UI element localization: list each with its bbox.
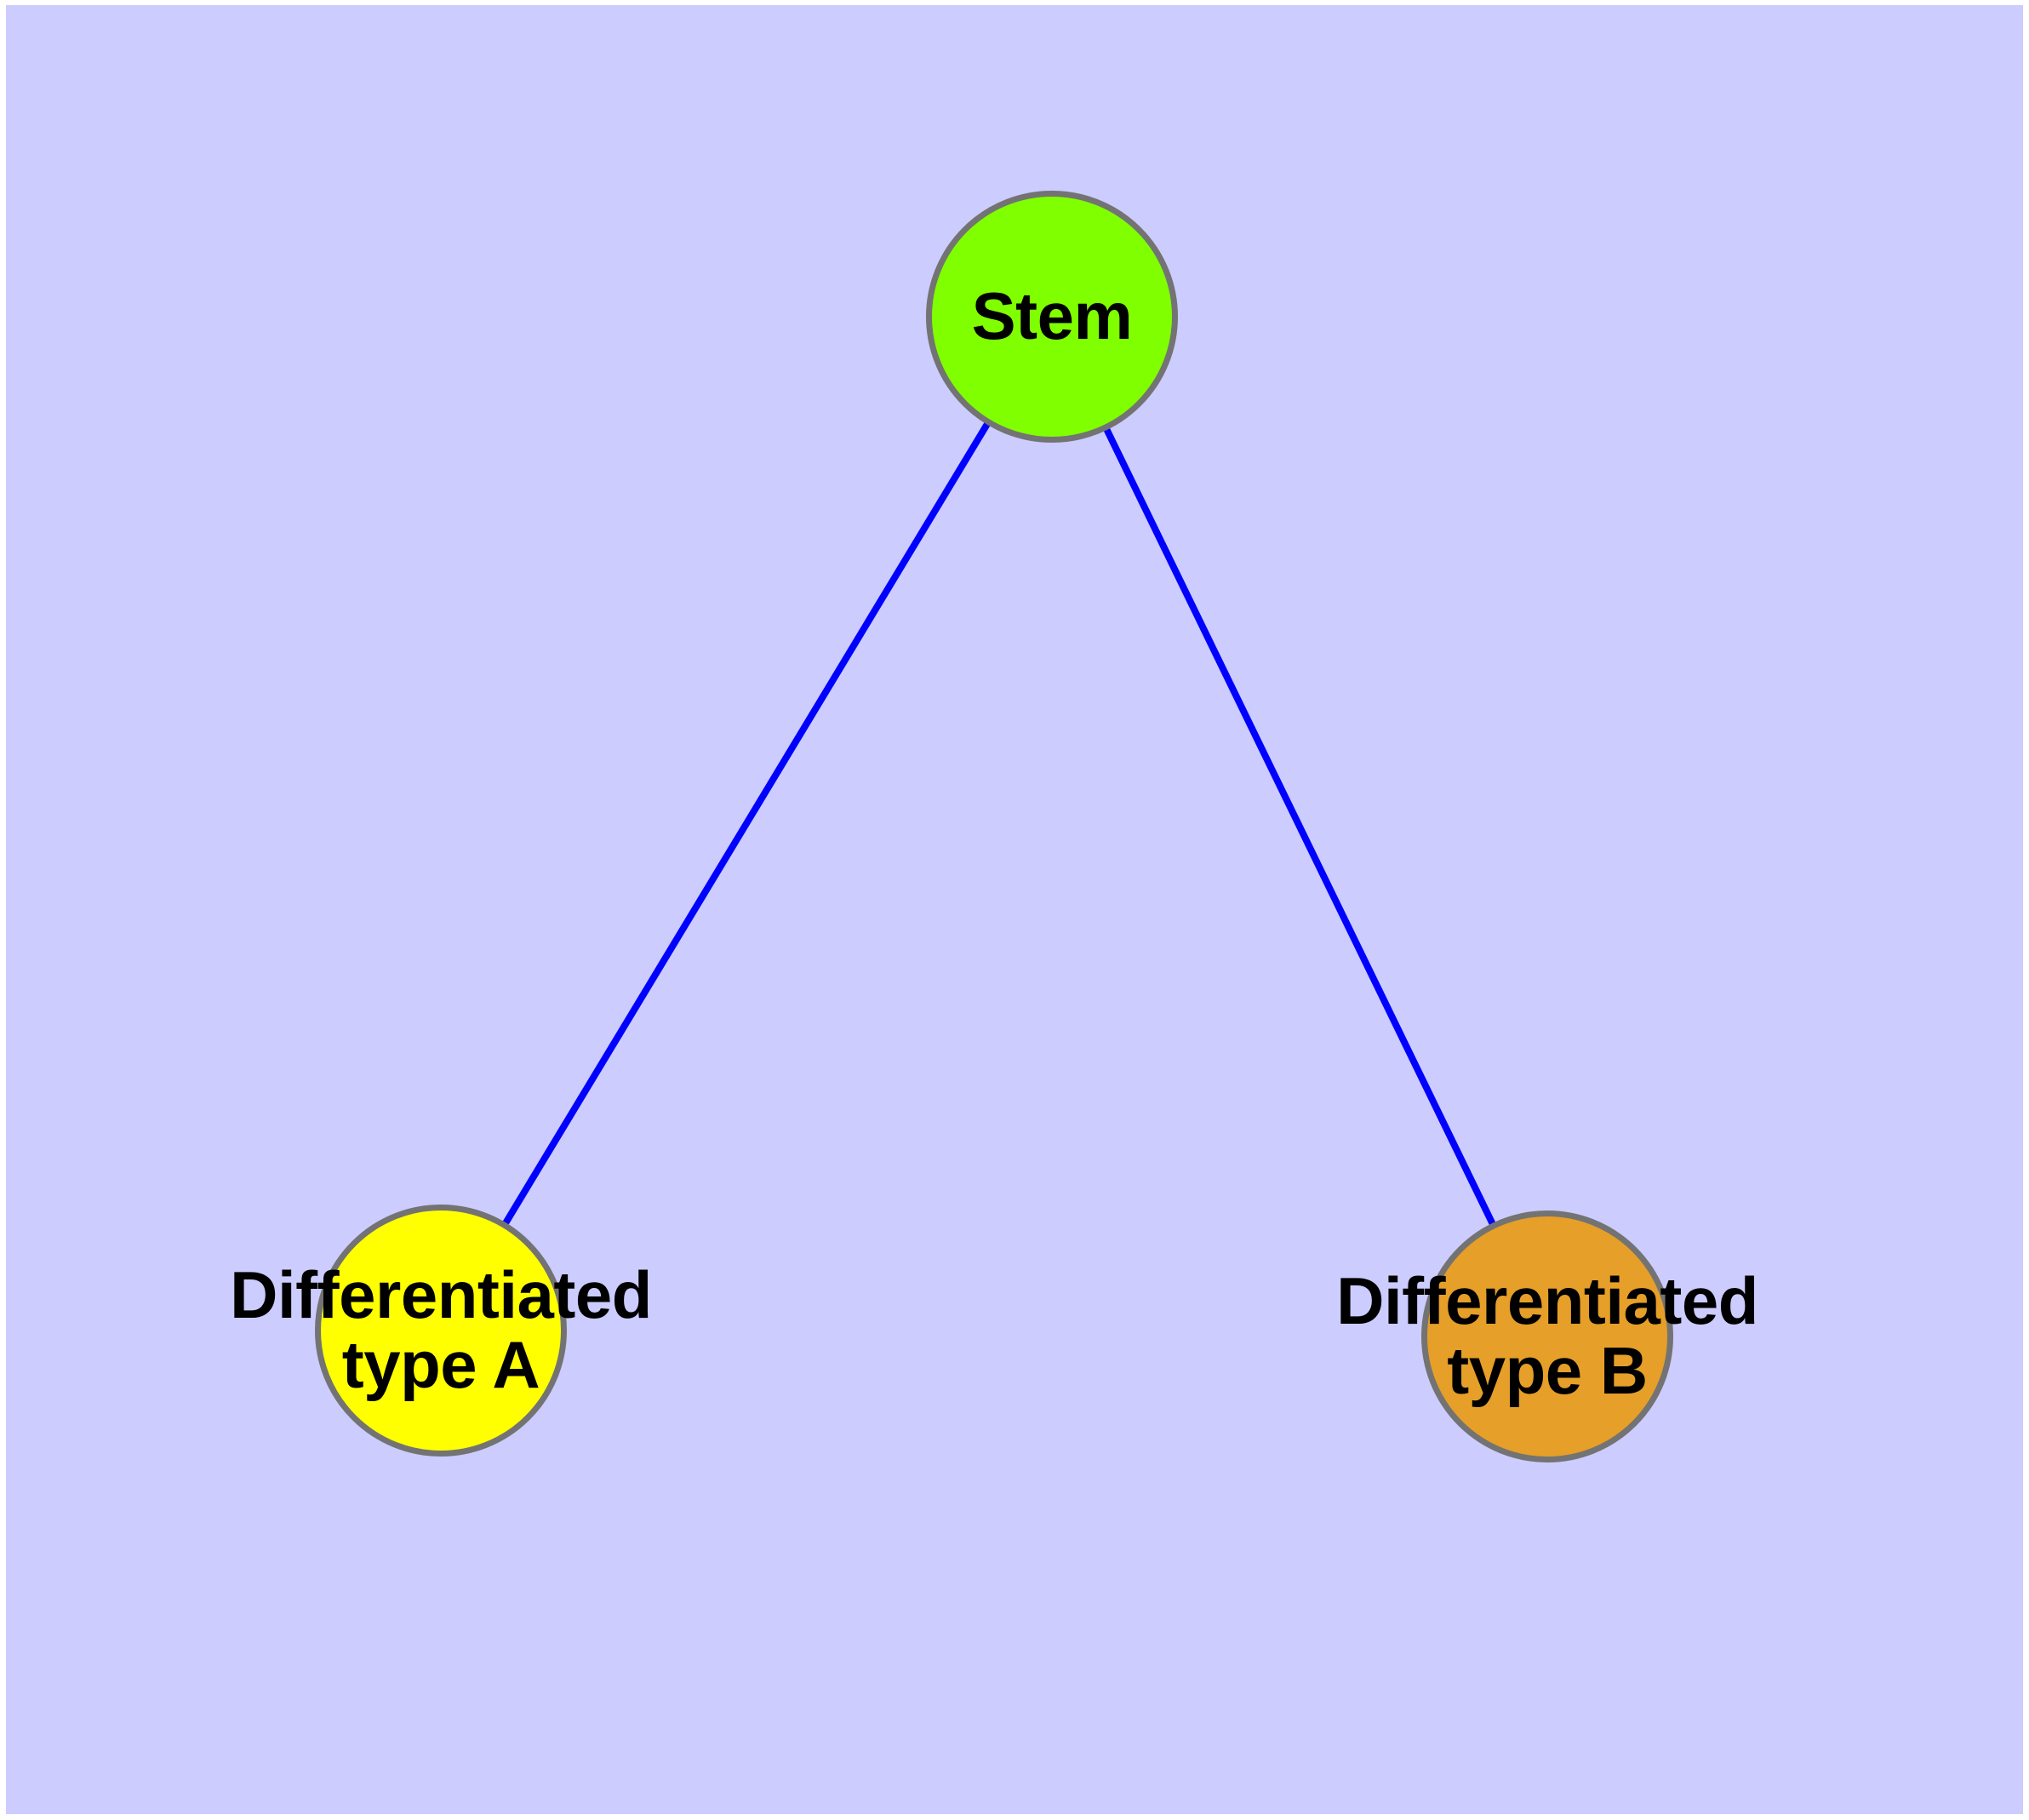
node-stem-label: Stem bbox=[971, 278, 1133, 354]
edge-stem-to-b bbox=[1049, 315, 1551, 1338]
node-differentiated-type-a[interactable]: Differentiated type A bbox=[230, 1205, 652, 1457]
edge-stem-to-a bbox=[437, 314, 1055, 1333]
node-stem[interactable]: Stem bbox=[926, 191, 1178, 443]
node-differentiated-type-b[interactable]: Differentiated type B bbox=[1336, 1210, 1758, 1462]
edge-layer bbox=[437, 314, 1551, 1338]
diagram-plot-area: Stem Differentiated type A Differentiate… bbox=[6, 5, 2023, 1814]
